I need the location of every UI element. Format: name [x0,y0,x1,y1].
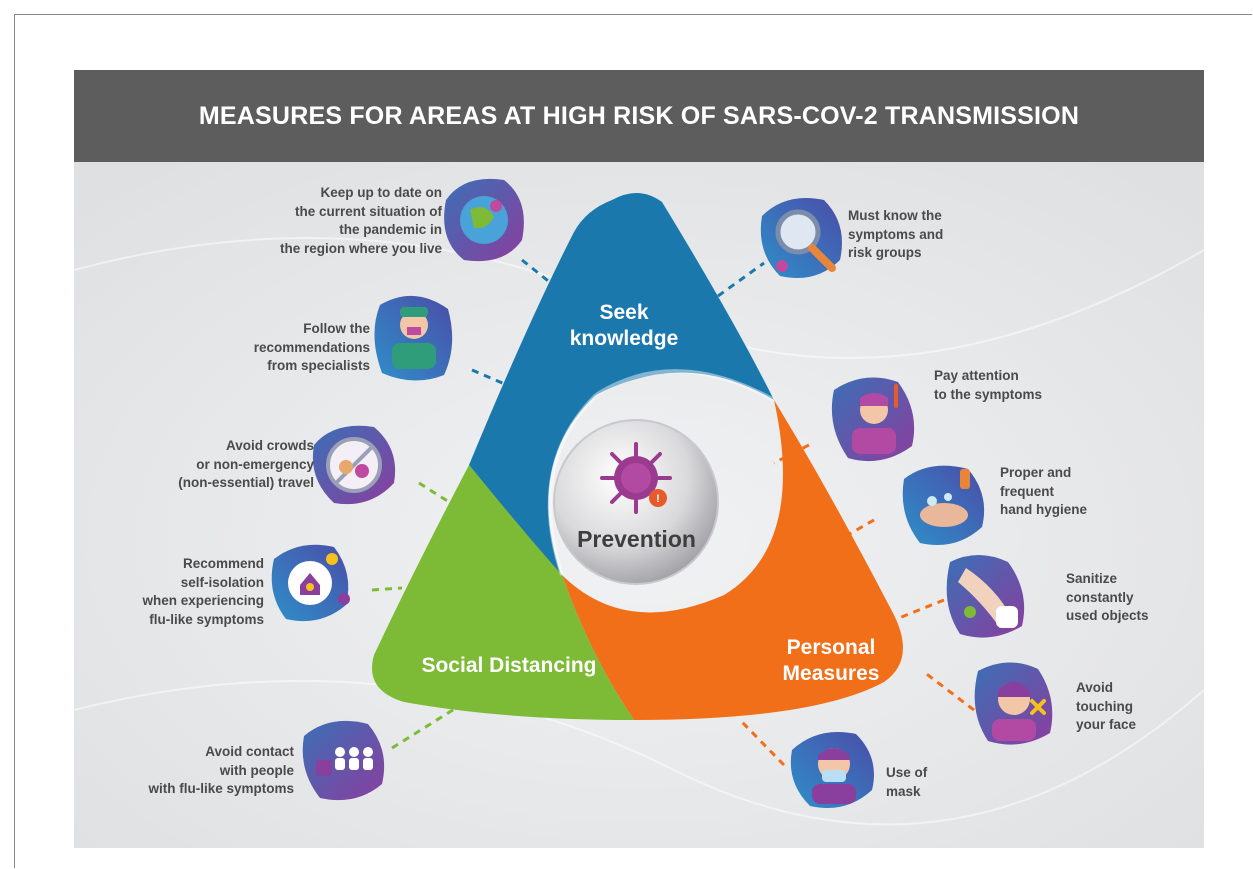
infographic-title: MEASURES FOR AREAS AT HIGH RISK OF SARS-… [198,101,1080,130]
label-use-of-mask: Use of mask [886,764,986,801]
svg-text:!: ! [656,493,660,505]
connector-line [371,586,403,592]
label-line: self-isolation [180,574,264,590]
label-keep-up-to-date: Keep up to date on the current situation… [224,184,442,258]
label-line: Keep up to date on [320,185,443,200]
label-line: Pay attention [934,368,1019,383]
label-line: the current situation of [294,203,442,219]
personal-measures-line1: Personal [786,636,876,659]
label-line: the pandemic in [339,222,442,237]
label-must-know-symptoms: Must know the symptoms and risk groups [848,207,1008,263]
social-distancing-label: Social Distancing [421,654,597,677]
personal-measures-line2: Measures [782,662,880,685]
label-line: the region where you live [279,240,442,256]
label-avoid-crowds: Avoid crowds or non-emergency (non-essen… [124,437,314,493]
no-face-touch-icon [974,662,1053,745]
social-distancing-segment [372,465,634,720]
label-line: Sanitize [1066,571,1118,586]
label-line: used objects [1066,608,1149,623]
label-avoid-contact: Avoid contact with people with flu-like … [114,743,294,799]
label-sanitize-objects: Sanitize constantly used objects [1066,570,1186,626]
label-line: to the symptoms [934,386,1043,402]
connector-line [923,670,975,712]
label-line: when experiencing [142,593,264,608]
title-banner: MEASURES FOR AREAS AT HIGH RISK OF SARS-… [74,70,1204,162]
sanitize-icon [946,555,1025,638]
connector-line [717,261,765,298]
home-isolation-icon [271,544,350,622]
label-line: flu-like symptoms [149,611,264,627]
label-line: Avoid contact [205,744,294,759]
doctor-icon [374,295,453,381]
label-line: Follow the [303,321,370,336]
label-line: with people [219,762,294,778]
label-line: Recommend [182,556,264,571]
connector-line [391,701,465,750]
label-line: constantly [1066,589,1134,605]
label-line: symptoms and [848,226,944,242]
label-line: frequent [1000,483,1054,499]
label-line: risk groups [848,245,922,260]
label-line: Must know the [848,208,942,223]
label-line: from specialists [267,358,370,373]
label-self-isolation: Recommend self-isolation when experienci… [114,555,264,629]
people-contact-icon [302,720,385,801]
label-line: or non-emergency [196,456,314,472]
seek-knowledge-segment [469,192,774,575]
mask-icon [790,732,874,808]
personal-measures-segment [562,400,903,720]
label-line: hand hygiene [1000,502,1088,517]
connector-line [418,481,450,504]
virus-icon: ! [600,442,672,514]
label-line: mask [886,783,921,799]
infographic-card: MEASURES FOR AREAS AT HIGH RISK OF SARS-… [74,70,1204,848]
label-line: Avoid [1076,680,1113,695]
prevention-label: Prevention [577,526,696,552]
globe-icon [444,178,524,262]
no-crowds-icon [312,425,396,505]
magnifier-icon [760,198,842,278]
diagram-canvas: ! [74,162,1204,848]
image-frame [14,14,1252,868]
personal-measures-label: Personal Measures [756,635,906,687]
label-line: Avoid crowds [225,438,314,453]
connector-line [838,518,875,542]
seek-knowledge-line1: Seek [599,301,649,324]
connector-line [740,720,786,767]
seek-knowledge-line2: knowledge [569,327,679,350]
label-avoid-touching-face: Avoid touching your face [1076,679,1186,735]
thermometer-person-icon [831,377,915,462]
hand-wash-icon [902,465,985,545]
label-line: (non-essential) travel [178,475,314,490]
seek-knowledge-label: Seek knowledge [559,300,689,352]
label-hand-hygiene: Proper and frequent hand hygiene [1000,464,1140,520]
label-line: your face [1076,717,1137,732]
label-line: with flu-like symptoms [148,781,294,796]
label-line: Proper and [1000,465,1072,480]
label-line: recommendations [253,339,370,355]
label-follow-recommendations: Follow the recommendations from speciali… [224,320,370,376]
label-line: touching [1076,698,1133,714]
connector-line [898,598,945,620]
label-pay-attention: Pay attention to the symptoms [934,367,1094,404]
label-line: Use of [886,765,928,780]
